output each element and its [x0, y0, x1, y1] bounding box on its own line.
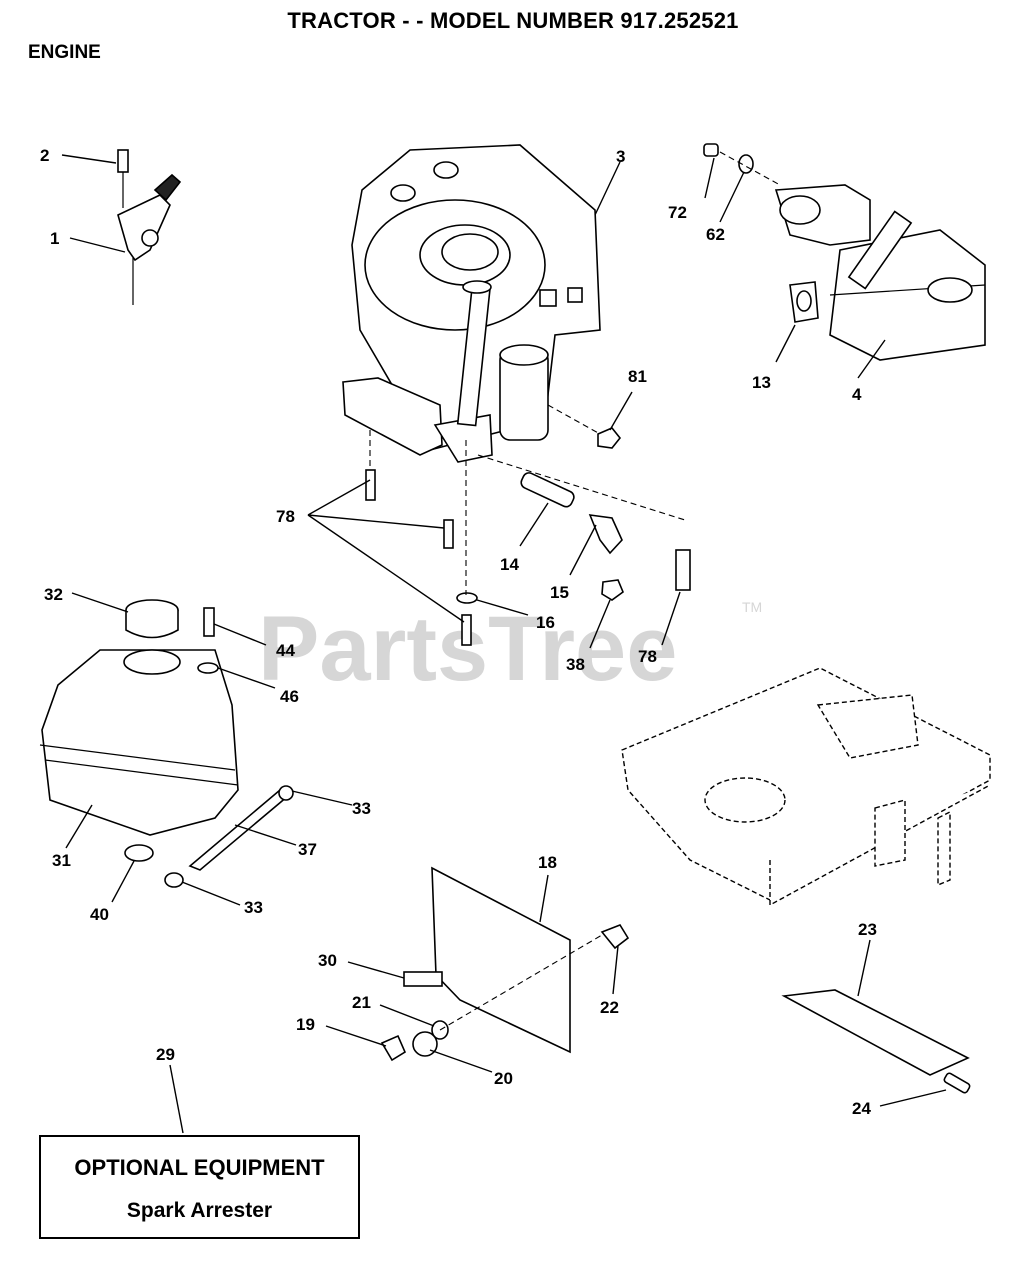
- callout-24: 24: [852, 1099, 871, 1118]
- watermark-brand: PartsTree: [258, 598, 677, 700]
- callout-20: 20: [494, 1069, 513, 1088]
- callout-16: 16: [536, 613, 555, 632]
- callout-labels: 2 1 3 72 62 13 4 81 78 14 15 16 38 78 32…: [40, 146, 877, 1118]
- callout-81: 81: [628, 367, 647, 386]
- callout-13: 13: [752, 373, 771, 392]
- part-bolts-78: [365, 469, 478, 646]
- callout-30: 30: [318, 951, 337, 970]
- part-throttle-control: [117, 149, 182, 305]
- part-nut-81: [597, 427, 622, 449]
- leader-lines: [61, 154, 947, 1134]
- callout-33-b: 33: [244, 898, 263, 917]
- callout-33-a: 33: [352, 799, 371, 818]
- callout-44: 44: [276, 641, 295, 660]
- callout-40: 40: [90, 905, 109, 924]
- callout-14: 14: [500, 555, 519, 574]
- part-plate-23: [781, 989, 971, 1094]
- optional-equipment-heading: OPTIONAL EQUIPMENT: [74, 1155, 325, 1180]
- part-engine: [342, 144, 601, 463]
- callout-18: 18: [538, 853, 557, 872]
- callout-72: 72: [668, 203, 687, 222]
- callout-19: 19: [296, 1015, 315, 1034]
- callout-32: 32: [44, 585, 63, 604]
- callout-78-b: 78: [638, 647, 657, 666]
- diagram-title: TRACTOR - - MODEL NUMBER 917.252521: [287, 8, 739, 33]
- part-heat-shield: [380, 866, 630, 1062]
- watermark-trademark: TM: [742, 599, 762, 615]
- optional-equipment-item: Spark Arrester: [126, 1199, 273, 1222]
- callout-22: 22: [600, 998, 619, 1017]
- callout-31: 31: [52, 851, 71, 870]
- callout-29: 29: [156, 1045, 175, 1064]
- callout-3: 3: [616, 147, 625, 166]
- section-label: ENGINE: [28, 42, 101, 63]
- callout-62: 62: [706, 225, 725, 244]
- callout-37: 37: [298, 840, 317, 859]
- callout-2: 2: [40, 146, 49, 165]
- callout-46: 46: [280, 687, 299, 706]
- callout-1: 1: [50, 229, 59, 248]
- part-fuel-tank: [39, 599, 294, 888]
- callout-38: 38: [566, 655, 585, 674]
- callout-4: 4: [852, 385, 862, 404]
- watermark: PartsTree TM: [258, 598, 762, 700]
- callout-15: 15: [550, 583, 569, 602]
- optional-equipment-box: OPTIONAL EQUIPMENT Spark Arrester: [39, 1135, 360, 1239]
- part-muffler: [703, 143, 986, 361]
- callout-23: 23: [858, 920, 877, 939]
- part-fuel-fittings: [520, 472, 691, 601]
- callout-21: 21: [352, 993, 371, 1012]
- callout-78-a: 78: [276, 507, 295, 526]
- part-chassis-frame: [621, 667, 991, 907]
